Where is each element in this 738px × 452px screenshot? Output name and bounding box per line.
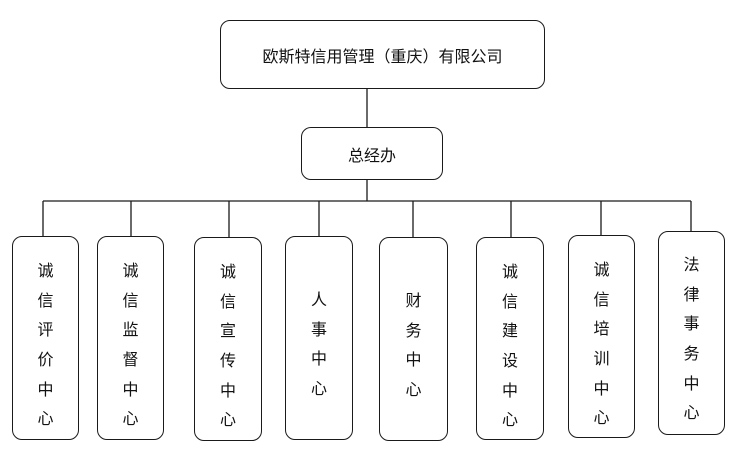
root-company-label: 欧斯特信用管理（重庆）有限公司 — [262, 46, 503, 66]
label-character: 心 — [501, 410, 518, 430]
label-character: 中 — [683, 373, 700, 393]
department-label-3: 诚信宣传中心 — [220, 257, 236, 435]
label-character: 信 — [122, 290, 139, 310]
label-character: 中 — [219, 380, 236, 400]
label-character: 事 — [683, 314, 700, 334]
general-office-label: 总经办 — [347, 145, 396, 165]
label-character: 宣 — [219, 321, 236, 341]
label-character: 中 — [37, 379, 54, 399]
label-character: 诚 — [122, 261, 139, 280]
label-character: 人 — [310, 290, 327, 309]
label-character: 信 — [37, 290, 54, 310]
department-label-5: 财务中心 — [405, 286, 421, 405]
label-character: 信 — [219, 291, 236, 311]
label-character: 心 — [405, 380, 422, 400]
label-character: 中 — [405, 350, 422, 370]
label-character: 心 — [593, 408, 610, 428]
label-character: 诚 — [501, 262, 518, 281]
label-character: 设 — [501, 351, 518, 371]
label-character: 务 — [683, 344, 700, 364]
label-character: 财 — [405, 291, 422, 310]
label-character: 中 — [122, 379, 139, 399]
department-label-8: 法律事务中心 — [683, 250, 699, 428]
label-character: 心 — [122, 409, 139, 429]
label-character: 评 — [37, 320, 54, 340]
label-character: 中 — [310, 349, 327, 369]
department-box-5: 财务中心 — [379, 237, 448, 441]
label-character: 法 — [683, 255, 700, 274]
department-box-7: 诚信培训中心 — [568, 235, 635, 438]
department-label-7: 诚信培训中心 — [593, 255, 609, 433]
label-character: 中 — [501, 380, 518, 400]
department-label-6: 诚信建设中心 — [502, 257, 518, 435]
label-character: 监 — [122, 320, 139, 340]
label-character: 心 — [310, 379, 327, 399]
label-character: 务 — [405, 320, 422, 340]
department-label-1: 诚信评价中心 — [37, 256, 53, 434]
department-box-4: 人事中心 — [285, 236, 353, 440]
label-character: 事 — [310, 319, 327, 339]
label-character: 培 — [593, 319, 610, 339]
department-box-1: 诚信评价中心 — [12, 236, 79, 440]
label-character: 心 — [219, 410, 236, 430]
department-box-3: 诚信宣传中心 — [194, 237, 262, 441]
label-character: 心 — [683, 403, 700, 423]
label-character: 训 — [593, 349, 610, 369]
label-character: 信 — [593, 289, 610, 309]
label-character: 律 — [683, 284, 700, 304]
department-box-8: 法律事务中心 — [658, 231, 725, 435]
department-label-2: 诚信监督中心 — [122, 256, 138, 434]
department-box-6: 诚信建设中心 — [476, 237, 544, 440]
label-character: 心 — [37, 409, 54, 429]
label-character: 建 — [501, 321, 518, 341]
root-company-box: 欧斯特信用管理（重庆）有限公司 — [220, 20, 545, 89]
label-character: 信 — [501, 291, 518, 311]
label-character: 诚 — [37, 261, 54, 280]
label-character: 价 — [37, 350, 54, 370]
label-character: 诚 — [593, 260, 610, 279]
department-box-2: 诚信监督中心 — [97, 236, 164, 440]
department-label-4: 人事中心 — [311, 285, 327, 404]
label-character: 诚 — [219, 262, 236, 281]
label-character: 督 — [122, 350, 139, 370]
label-character: 传 — [219, 351, 236, 371]
label-character: 中 — [593, 378, 610, 398]
general-office-box: 总经办 — [301, 127, 443, 180]
